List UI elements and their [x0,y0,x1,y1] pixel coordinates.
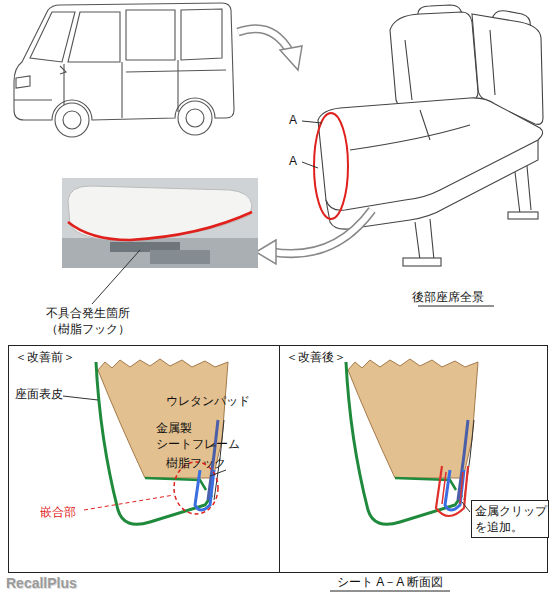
section-mark: A [289,112,303,128]
highlight-ellipse [314,113,348,219]
rear-seat-drawing [318,98,543,210]
panel-heading: ＜改善後＞ [286,349,541,365]
rear-seat-drawing [390,12,478,108]
panel-heading: ＜改善前＞ [15,349,273,365]
leader-line [302,121,322,123]
figure-caption: シート A－A 断面図 [318,574,462,590]
van-drawing [16,76,30,88]
section-mark: A [289,153,303,169]
underline [330,591,450,592]
underline [330,306,494,591]
callout-text: 金属クリップ を追加。 [475,503,545,535]
pointer-arrow [272,210,372,254]
van-drawing [186,109,204,127]
van-drawing [63,111,81,129]
part-callout: 不具合発生箇所 （樹脂フック） [38,305,138,337]
van-drawing [181,9,222,60]
figure-title: 後部座席全景 [412,289,502,305]
part-callout: 座面表皮 [15,386,75,402]
callout-box: 金属クリップ を追加。 [471,500,549,538]
rear-seat-drawing [350,30,495,150]
seat-photo [62,178,258,268]
rear-seat-drawing [508,212,538,219]
highlight-ellipse [314,113,348,219]
leader-line [302,121,322,168]
part-callout: 嵌合部 [40,504,90,520]
watermark: RecallPlus [6,575,106,591]
cross-section-after [436,466,468,516]
cross-section-after [462,502,470,512]
cross-section-after [346,359,478,524]
leader-line [302,162,318,168]
seat-photo [68,212,252,240]
leader-line [92,250,140,304]
part-callout: 金属製 シートフレーム [156,420,246,452]
pointer-arrow [256,240,276,264]
leader-line [92,250,140,304]
pointer-arrow [280,46,302,70]
pointer-arrow [238,29,290,52]
cross-section-after [348,359,478,478]
van-drawing [68,12,120,62]
van-drawing [30,12,75,62]
underline [418,306,494,307]
van-drawing [14,3,234,137]
pointer-arrow [272,210,372,254]
part-callout: 樹脂フック [166,455,246,471]
cross-section-before [84,495,174,510]
pointer-arrow [256,210,372,264]
panel-box: ＜改善後＞ 金属クリップ を追加。 [279,345,548,573]
pointer-arrow [238,29,290,52]
van-drawing [178,101,212,135]
van-drawing [55,103,89,137]
seat-photo [62,178,258,268]
rear-seat-drawing [403,258,441,266]
van-drawing [14,66,66,100]
part-callout: ウレタンパッド [166,393,256,409]
cross-section-after [442,472,463,504]
panel-box: ＜改善前＞ [8,345,280,573]
pointer-arrow [238,29,302,70]
seat-photo [150,250,210,264]
seat-photo [62,238,258,268]
van-drawing [126,10,175,60]
seat-photo [68,186,252,240]
